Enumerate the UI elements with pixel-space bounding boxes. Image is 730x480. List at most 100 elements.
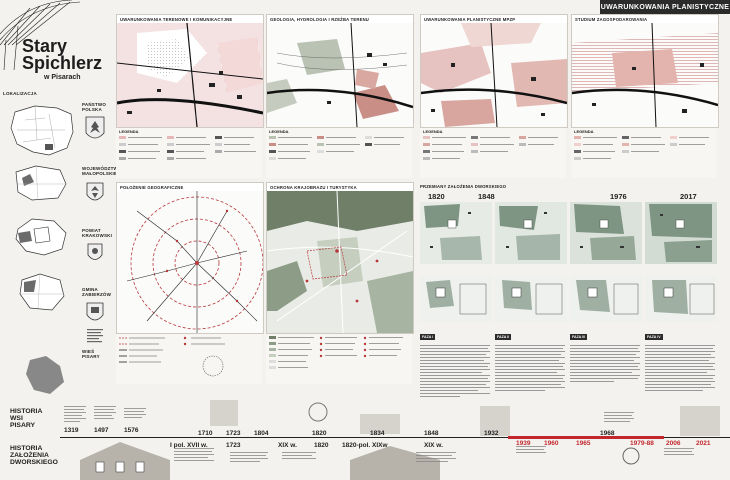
year-1820: 1820 (428, 192, 445, 201)
panel-title: GEOLOGIA, HYDROLOGIA I RZEŹBA TERENU (270, 17, 370, 22)
phase-1-text: FAZA I (420, 325, 492, 401)
legend-geographic (116, 334, 262, 384)
year-1848: 1848 (478, 192, 495, 201)
phase-4-plate: FAZA IV (645, 334, 663, 340)
panel-landscape: OCHRONA KRAJOBRAZU I TURYSTYKA (266, 182, 414, 334)
loc-commune-label: GMINA ZABIERZÓW (82, 287, 112, 297)
heading-line: HISTORIA (10, 408, 43, 415)
legend-terrain: LEGENDA (116, 128, 262, 178)
title-block: Stary Spichlerz w Pisarach (22, 36, 112, 81)
phase-plans (420, 276, 717, 322)
legend-swatches (119, 336, 225, 377)
village-year: 2006 (666, 440, 681, 447)
legend-swatches (119, 136, 256, 160)
map-village (26, 356, 64, 394)
panel-title: UWARUNKOWANIA TERENOWE I KOMUNIKACYJNE (120, 17, 233, 22)
phase-4-paragraph (645, 345, 715, 391)
history-notes (64, 406, 694, 462)
village-year: 1804 (254, 430, 269, 437)
year-1976: 1976 (610, 192, 627, 201)
panel-title: UWARUNKOWANIA PLANISTYCZNE MPZP (424, 17, 516, 22)
loc-village-label: WIEŚ PISARY (82, 349, 100, 359)
map-voivodeship (15, 165, 67, 201)
title-line2: Spichlerz (22, 53, 103, 73)
panel-mpzp: UWARUNKOWANIA PLANISTYCZNE MPZP (420, 14, 568, 128)
phase-3-paragraph (570, 345, 640, 382)
arch-illustration (0, 0, 81, 70)
panel-title: POŁOŻENIE GEOGRAFICZNE (120, 185, 184, 190)
manor-year: I pol. XVII w. (170, 442, 208, 449)
village-year: 1968 (600, 430, 615, 437)
legend-title: LEGENDA (119, 129, 139, 134)
study-map (572, 23, 718, 127)
transformations-title: PRZEMIANY ZAŁOŻENIA DWORSKIEGO (420, 184, 507, 189)
village-year: 1834 (370, 430, 385, 437)
history-village-heading: HISTORIA WSI PISARY (10, 408, 42, 429)
war-period-bar (508, 436, 664, 439)
village-year: 1932 (484, 430, 499, 437)
phase-2-paragraph (495, 345, 565, 391)
village-year: 1319 (64, 427, 79, 434)
title-line1: Stary (22, 36, 68, 56)
landscape-map (267, 191, 413, 333)
village-year: 1723 (226, 430, 241, 437)
village-timeline-rule (60, 437, 730, 439)
panel-title: OCHRONA KRAJOBRAZU I TURYSTYKA (270, 185, 357, 190)
legend-geology: LEGENDA (266, 128, 412, 178)
manor-year: 1820 (314, 442, 329, 449)
legend-swatches (269, 136, 404, 160)
manor-year: 1820-pol. XIXw (342, 442, 388, 449)
year-2017: 2017 (680, 192, 697, 201)
manor-year: XIX w. (424, 442, 443, 449)
title-subtitle: w Pisarach (44, 74, 81, 81)
phase-3-text: FAZA III (570, 325, 642, 401)
phase-4-text: FAZA IV (645, 325, 717, 401)
village-year: 1820 (312, 430, 327, 437)
panel-geographic: POŁOŻENIE GEOGRAFICZNE (116, 182, 264, 334)
village-year: 1965 (576, 440, 591, 447)
village-year: 1710 (198, 430, 213, 437)
commune-crest-icon (86, 302, 104, 343)
heading-line: WSI (10, 415, 23, 422)
legend-study: LEGENDA (571, 128, 717, 178)
village-year: 1960 (544, 440, 559, 447)
transformation-maps (420, 202, 717, 264)
loc-county-label: POWIAT KRAKOWSKI (82, 228, 113, 238)
mpzp-map (421, 23, 567, 127)
map-commune (19, 273, 65, 311)
geology-map (267, 23, 413, 127)
map-county (15, 218, 67, 256)
heading-line: ZAŁOŻENIA (10, 452, 49, 459)
phase-2-text: FAZA II (495, 325, 567, 401)
localization-heading: LOKALIZACJA (3, 91, 37, 96)
legend-title: LEGENDA (574, 129, 594, 134)
voivodeship-crest-icon (86, 182, 104, 201)
header-badge: UWARUNKOWANIA PLANISTYCZNE (600, 0, 730, 14)
legend-title: LEGENDA (423, 129, 443, 134)
map-poland (10, 105, 74, 156)
legend-swatches (269, 336, 403, 369)
village-year: 1497 (94, 427, 109, 434)
heading-line: DWORSKIEGO (10, 459, 58, 466)
village-year: 1939 (516, 440, 531, 447)
loc-voivodeship-label: WOJEWÓDZTWO MAŁOPOLSKIE (82, 166, 122, 176)
legend-swatches (423, 136, 558, 160)
legend-landscape (266, 334, 412, 384)
legend-title: LEGENDA (269, 129, 289, 134)
village-year: 2021 (696, 440, 711, 447)
panel-study: STUDIUM ZAGOSPODAROWANIA (571, 14, 719, 128)
village-year: 1848 (424, 430, 439, 437)
panel-geology: GEOLOGIA, HYDROLOGIA I RZEŹBA TERENU (266, 14, 414, 128)
legend-mpzp: LEGENDA (420, 128, 566, 178)
village-year: 1979-88 (630, 440, 654, 447)
loc-country-label: PAŃSTWO POLSKA (82, 102, 107, 112)
county-crest-icon (87, 243, 103, 260)
phase-2-plate: FAZA II (495, 334, 512, 340)
phase-3-plate: FAZA III (570, 334, 588, 340)
heading-line: HISTORIA (10, 445, 43, 452)
history-manor-heading: HISTORIA ZAŁOŻENIA DWORSKIEGO (10, 445, 58, 466)
eagle-emblem-icon (85, 116, 105, 139)
manor-year: XIX w. (278, 442, 297, 449)
history-illustrations (80, 400, 720, 480)
geographic-map (117, 191, 263, 333)
